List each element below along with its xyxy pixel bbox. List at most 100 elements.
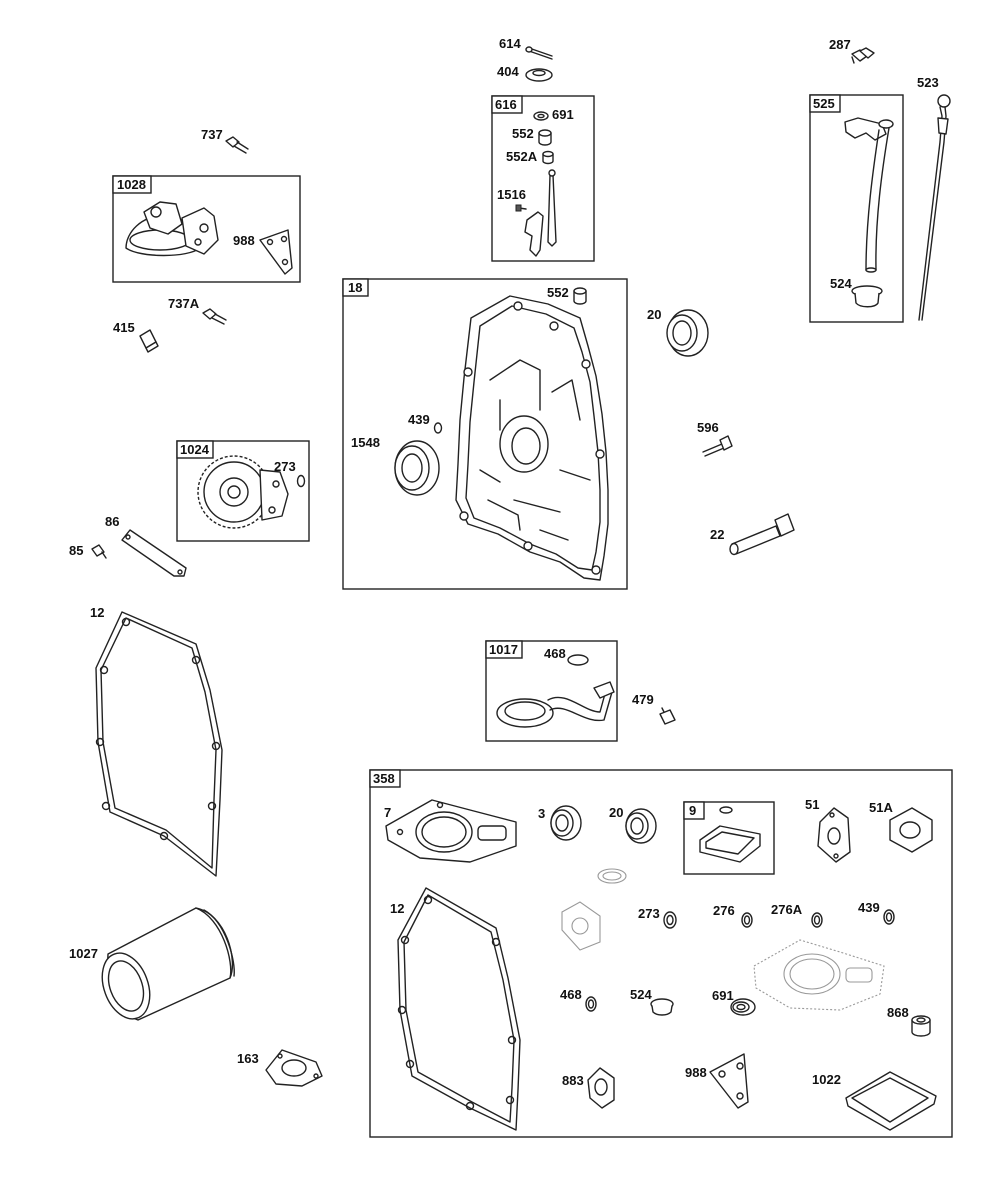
label-691-kit: 691 (712, 988, 734, 1003)
label-737: 737 (201, 127, 223, 142)
part-labels: 614 404 691 552 552A 1516 287 523 524 73… (69, 36, 939, 1088)
part-883-gasket (587, 1067, 615, 1109)
part-524-plug (851, 285, 883, 308)
label-7: 7 (384, 805, 391, 820)
label-276A: 276A (771, 902, 803, 917)
callout-box-1028: 1028 (112, 175, 301, 283)
part-525-dipstick-tube (844, 117, 894, 273)
part-22-bolt (729, 513, 795, 556)
callout-box-616: 616 (491, 95, 595, 262)
label-988-kit: 988 (685, 1065, 707, 1080)
label-51: 51 (805, 797, 819, 812)
label-1022: 1022 (812, 1072, 841, 1087)
part-163-gasket (265, 1049, 323, 1087)
part-faint-head-gasket (753, 939, 885, 1011)
part-1028-pump-housing (125, 201, 219, 257)
label-273-kit: 273 (638, 906, 660, 921)
label-415: 415 (113, 320, 135, 335)
label-404: 404 (497, 64, 519, 79)
part-479-screw (659, 707, 676, 725)
box-label-1017: 1017 (489, 642, 518, 657)
label-1516: 1516 (497, 187, 526, 202)
part-988-plate (259, 229, 293, 275)
part-12-gasket-kit (397, 887, 521, 1131)
callout-box-1017: 1017 (485, 640, 618, 742)
label-439: 439 (408, 412, 430, 427)
label-276: 276 (713, 903, 735, 918)
part-439-ring (433, 422, 443, 434)
part-596-bolt (702, 435, 733, 457)
part-552A-bushing (542, 150, 554, 165)
box-label-18: 18 (348, 280, 362, 295)
label-523: 523 (917, 75, 939, 90)
label-20-kit: 20 (609, 805, 623, 820)
label-737A: 737A (168, 296, 200, 311)
callout-box-9: 9 (683, 801, 775, 875)
part-552-bushing (538, 129, 552, 146)
label-524: 524 (830, 276, 852, 291)
label-1548: 1548 (351, 435, 380, 450)
part-287-bolt (851, 47, 875, 64)
callout-box-18: 18 (342, 278, 628, 590)
label-20: 20 (647, 307, 661, 322)
part-691-ring (533, 111, 549, 121)
callout-box-1024: 1024 (176, 440, 310, 542)
label-287: 287 (829, 37, 851, 52)
part-276-ring (741, 912, 753, 928)
part-86-gasket (121, 529, 187, 577)
part-468-ring (567, 654, 589, 666)
box-label-1024: 1024 (180, 442, 210, 457)
label-12-kit: 12 (390, 901, 404, 916)
part-9-gasket-frame (699, 806, 761, 863)
part-18-crankcase-cover (455, 295, 609, 581)
label-883: 883 (562, 1073, 584, 1088)
part-1022-gasket (845, 1071, 937, 1131)
part-1024-oil-pump (197, 455, 289, 529)
box-label-1028: 1028 (117, 177, 146, 192)
part-988-plate-kit (709, 1053, 749, 1109)
box-label-9: 9 (689, 803, 696, 818)
part-614-cotter-pin (525, 46, 553, 60)
part-868-valve-seal (911, 1015, 931, 1037)
label-51A: 51A (869, 800, 893, 815)
label-12: 12 (90, 605, 104, 620)
label-552: 552 (512, 126, 534, 141)
part-1516-screw (515, 204, 527, 212)
label-596: 596 (697, 420, 719, 435)
part-7-head-gasket (385, 799, 517, 863)
part-3-oil-seal (550, 805, 582, 841)
label-3: 3 (538, 806, 545, 821)
box-label-358: 358 (373, 771, 395, 786)
part-1027-oil-filter (101, 907, 235, 1021)
label-468-kit: 468 (560, 987, 582, 1002)
part-439-ring-kit (883, 909, 895, 925)
part-273-ring (296, 474, 306, 488)
part-273-ring-kit (663, 911, 677, 929)
label-86: 86 (105, 514, 119, 529)
part-1548-bearing (394, 440, 440, 496)
box-label-525: 525 (813, 96, 835, 111)
label-439-kit: 439 (858, 900, 880, 915)
part-737-bolt (225, 136, 249, 154)
part-51-gasket (817, 807, 851, 863)
label-85: 85 (69, 543, 83, 558)
label-468: 468 (544, 646, 566, 661)
part-691-seal (730, 998, 756, 1016)
box-label-616: 616 (495, 97, 517, 112)
label-163: 163 (237, 1051, 259, 1066)
label-273: 273 (274, 459, 296, 474)
part-523-dipstick (918, 94, 951, 321)
part-faint-ring (597, 868, 627, 884)
part-20-oil-seal (666, 309, 709, 357)
label-614: 614 (499, 36, 521, 51)
part-faint-gasket (561, 901, 601, 951)
part-12-gasket (95, 611, 223, 877)
label-22: 22 (710, 527, 724, 542)
label-691: 691 (552, 107, 574, 122)
part-85-screw (91, 544, 107, 559)
label-552-cover: 552 (547, 285, 569, 300)
part-1017-oil-pickup (496, 681, 615, 728)
label-479: 479 (632, 692, 654, 707)
part-governor-shaft (524, 169, 557, 257)
